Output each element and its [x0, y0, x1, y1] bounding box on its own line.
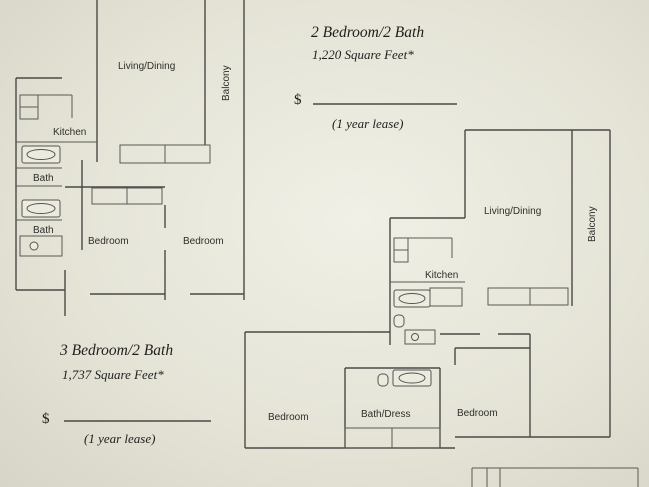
room-living-dining-2br: Living/Dining: [484, 206, 541, 217]
room-living-dining-3br: Living/Dining: [118, 61, 175, 72]
lease-3br: (1 year lease): [84, 431, 155, 446]
room-bedroom-a-3br: Bedroom: [88, 236, 129, 247]
plan-3-bedroom: [15, 0, 245, 316]
sqft-3br: 1,737 Square Feet*: [62, 367, 164, 382]
room-bath-b-3br: Bath: [33, 225, 54, 236]
room-bedroom-b-2br: Bedroom: [457, 408, 498, 419]
title-2br: 2 Bedroom/2 Bath: [311, 24, 424, 41]
room-kitchen-2br: Kitchen: [425, 270, 458, 281]
plan-2-bedroom: [244, 129, 611, 449]
room-bedroom-a-2br: Bedroom: [268, 412, 309, 423]
title-3br: 3 Bedroom/2 Bath: [59, 342, 173, 359]
room-bedroom-b-3br: Bedroom: [183, 236, 224, 247]
room-bath-dress-2br: Bath/Dress: [361, 409, 410, 420]
room-balcony-3br: Balcony: [221, 65, 232, 101]
partial-plan-edge: [471, 467, 639, 487]
price-symbol-3br: $: [42, 411, 50, 427]
room-kitchen-3br: Kitchen: [53, 127, 86, 138]
room-balcony-2br: Balcony: [587, 206, 598, 242]
sqft-2br: 1,220 Square Feet*: [312, 47, 414, 62]
price-symbol-2br: $: [294, 92, 302, 108]
room-bath-a-3br: Bath: [33, 173, 54, 184]
lease-2br: (1 year lease): [332, 116, 403, 131]
